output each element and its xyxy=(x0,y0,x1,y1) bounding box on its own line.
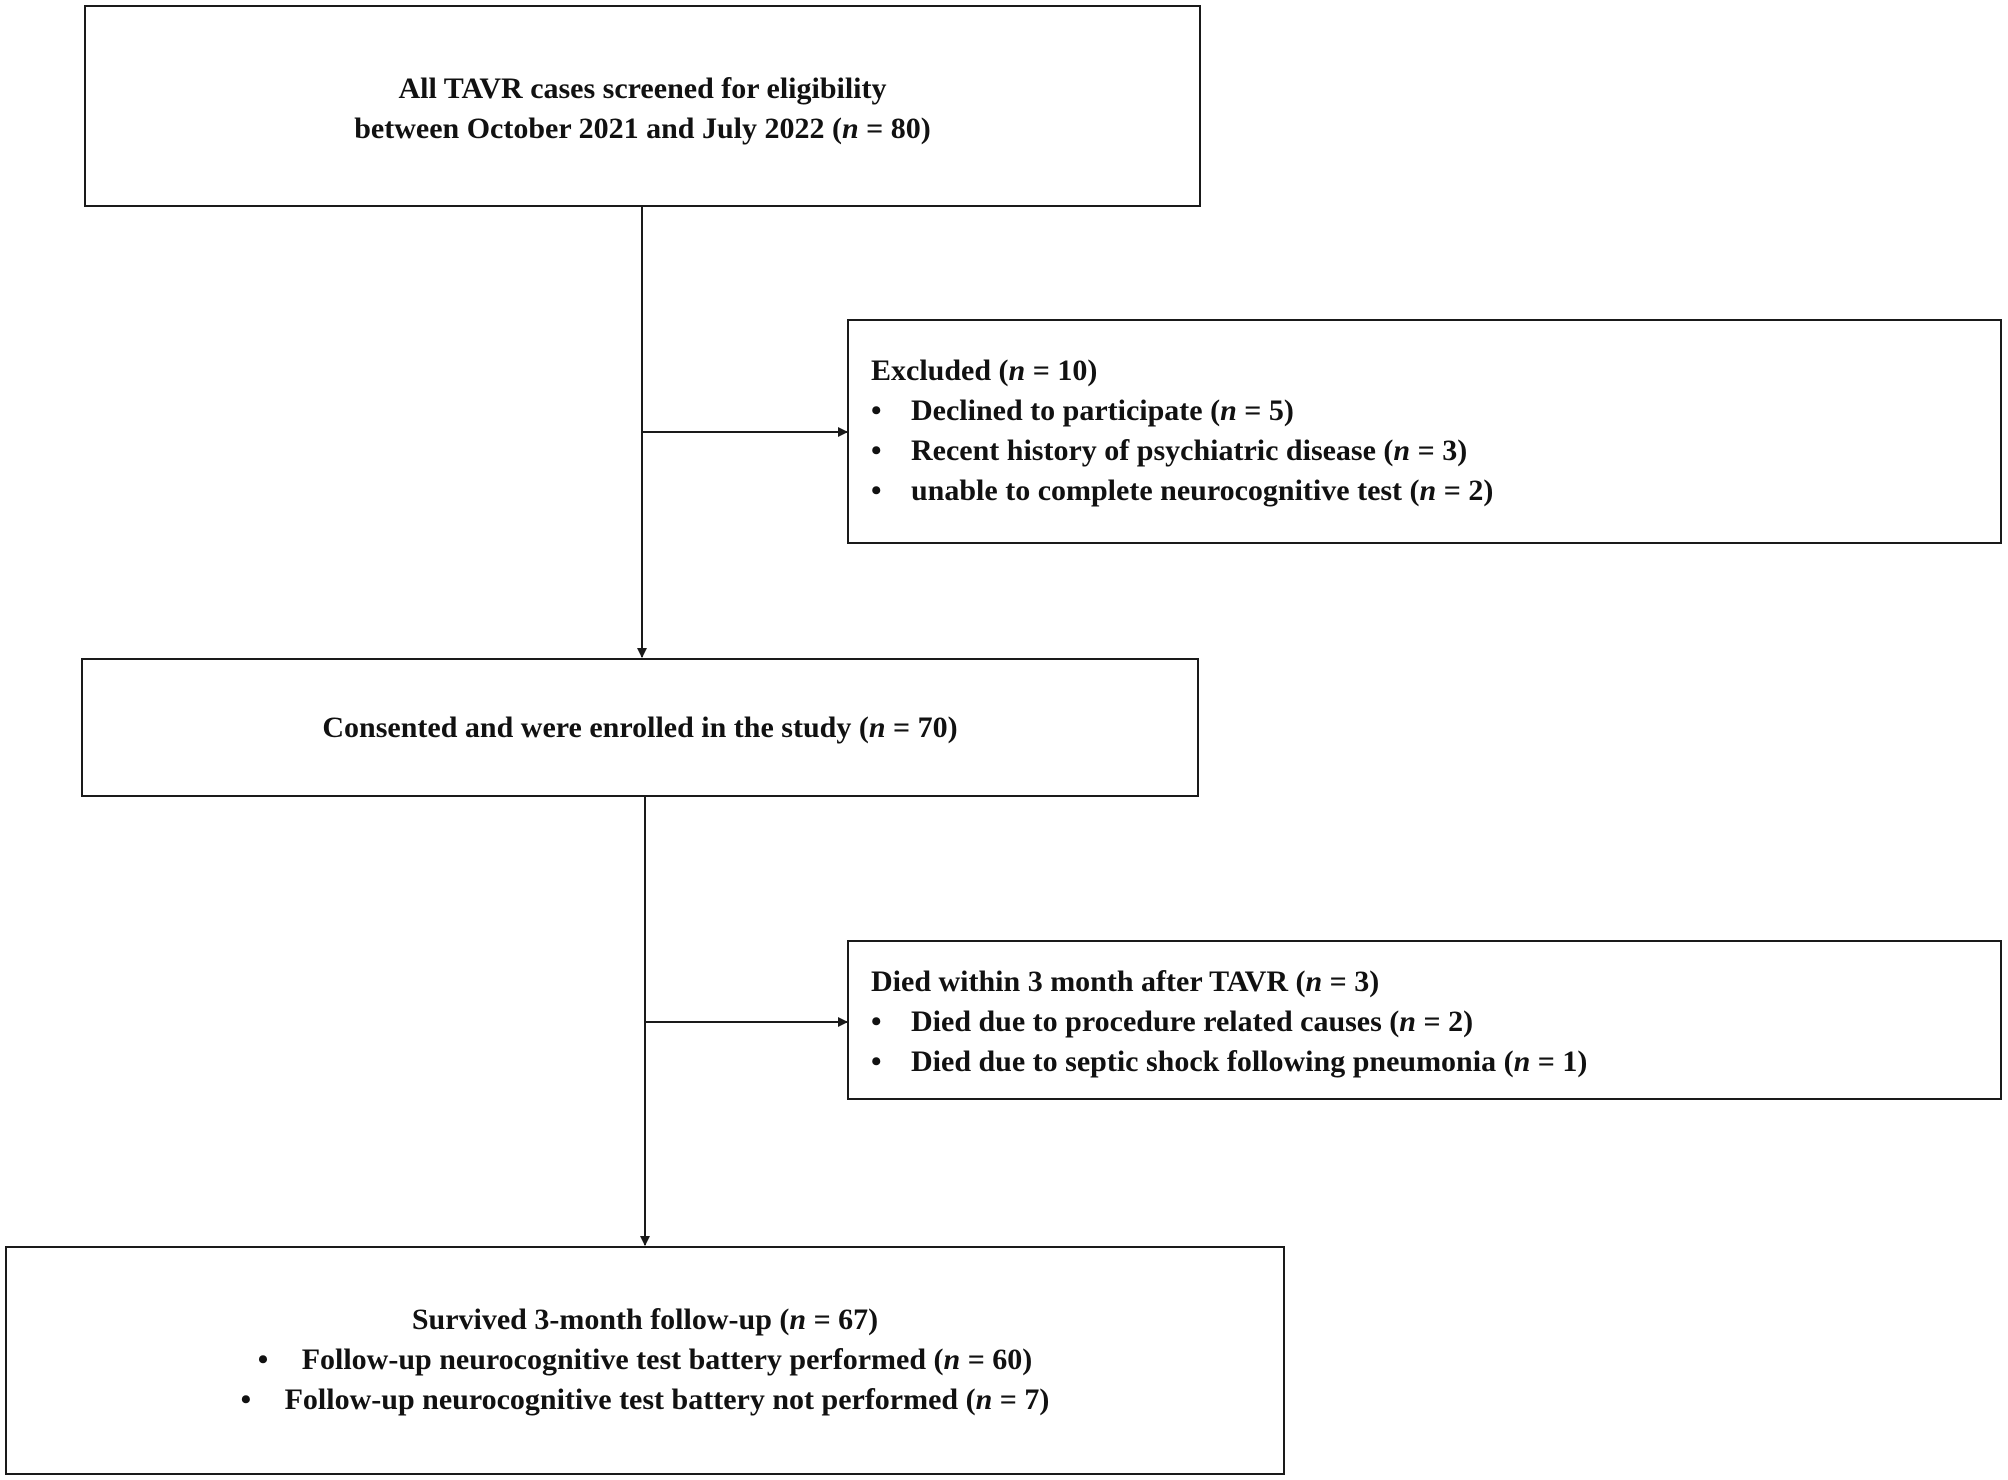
excluded-reason-item: Recent history of psychiatric disease (n… xyxy=(871,431,2000,471)
enrolled-box: Consented and were enrolled in the study… xyxy=(81,658,1199,797)
excluded-reason-item: unable to complete neurocognitive test (… xyxy=(871,471,2000,511)
screened-line1: All TAVR cases screened for eligibility xyxy=(398,72,887,105)
died-cause-item: Died due to septic shock following pneum… xyxy=(871,1042,2000,1082)
died-title: Died within 3 month after TAVR (n = 3) xyxy=(871,965,1380,998)
died-causes-list: Died due to procedure related causes (n … xyxy=(871,1002,2000,1082)
died-box: Died within 3 month after TAVR (n = 3) D… xyxy=(847,940,2002,1100)
screened-line2: between October 2021 and July 2022 (n = … xyxy=(354,112,931,145)
died-cause-item: Died due to procedure related causes (n … xyxy=(871,1002,2000,1042)
survived-item: Follow-up neurocognitive test battery pe… xyxy=(7,1340,1283,1380)
survived-item: Follow-up neurocognitive test battery no… xyxy=(7,1380,1283,1420)
excluded-box: Excluded (n = 10) Declined to participat… xyxy=(847,319,2002,544)
survived-title: Survived 3-month follow-up (n = 67) xyxy=(411,1303,879,1336)
excluded-reasons-list: Declined to participate (n = 5) Recent h… xyxy=(871,391,2000,511)
screened-box: All TAVR cases screened for eligibility … xyxy=(84,5,1201,207)
survived-box: Survived 3-month follow-up (n = 67) Foll… xyxy=(5,1246,1285,1475)
excluded-reason-item: Declined to participate (n = 5) xyxy=(871,391,2000,431)
excluded-title: Excluded (n = 10) xyxy=(871,354,1098,387)
enrolled-text: Consented and were enrolled in the study… xyxy=(322,711,958,744)
